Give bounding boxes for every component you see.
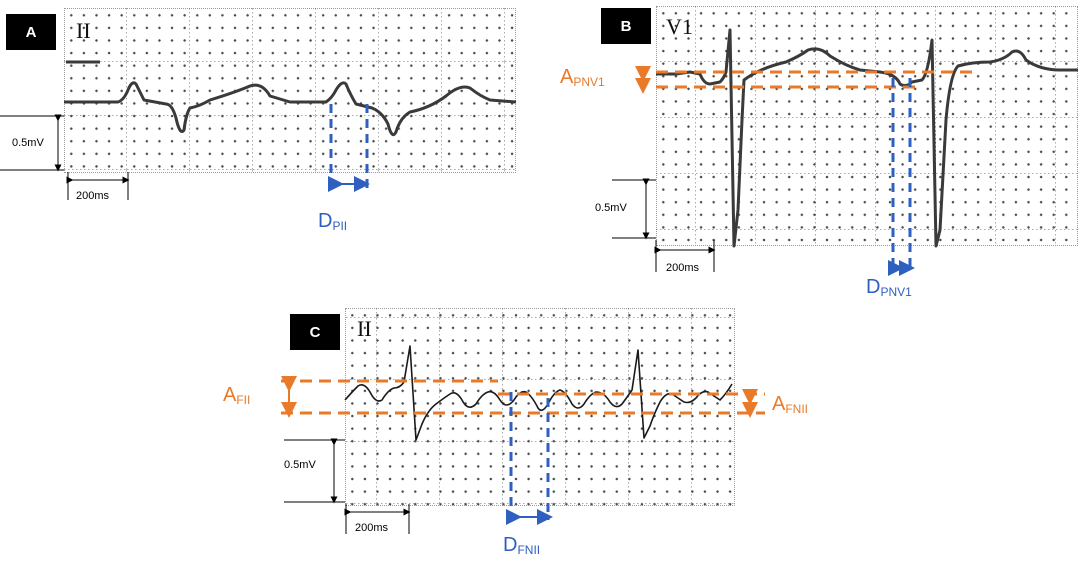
panel-badge-c: C [290, 314, 340, 350]
ecg-trace-a [64, 60, 517, 137]
scale-bars-c [284, 438, 411, 534]
voltage-scale-a: 0.5mV [12, 137, 44, 149]
time-scale-a: 200ms [76, 190, 110, 202]
scale-bars-b [612, 178, 716, 272]
major-grid-b [656, 6, 1078, 246]
duration-marker-c [509, 392, 550, 520]
amplitude-label-right-c: AFNII [772, 393, 809, 416]
panel-badge-a: A [6, 14, 56, 50]
duration-label-a: DPII [318, 210, 348, 233]
major-grid-c [345, 308, 735, 506]
time-scale-c: 200ms [355, 522, 389, 534]
amplitude-marker-c [281, 379, 765, 415]
duration-label-c: DFNII [503, 534, 541, 557]
scale-bars-a [0, 114, 130, 200]
duration-marker-b [891, 78, 912, 270]
panel-badge-b: B [601, 8, 651, 44]
major-grid-a [64, 8, 516, 173]
amplitude-label-left-c: AFII [223, 384, 251, 407]
ecg-trace-b [656, 28, 1078, 248]
amplitude-label-b: APNV1 [560, 66, 605, 89]
amplitude-marker-b [656, 70, 976, 89]
time-scale-b: 200ms [666, 262, 700, 274]
duration-label-b: DPNV1 [866, 276, 912, 299]
voltage-scale-b: 0.5mV [595, 202, 627, 214]
voltage-scale-c: 0.5mV [284, 459, 316, 471]
